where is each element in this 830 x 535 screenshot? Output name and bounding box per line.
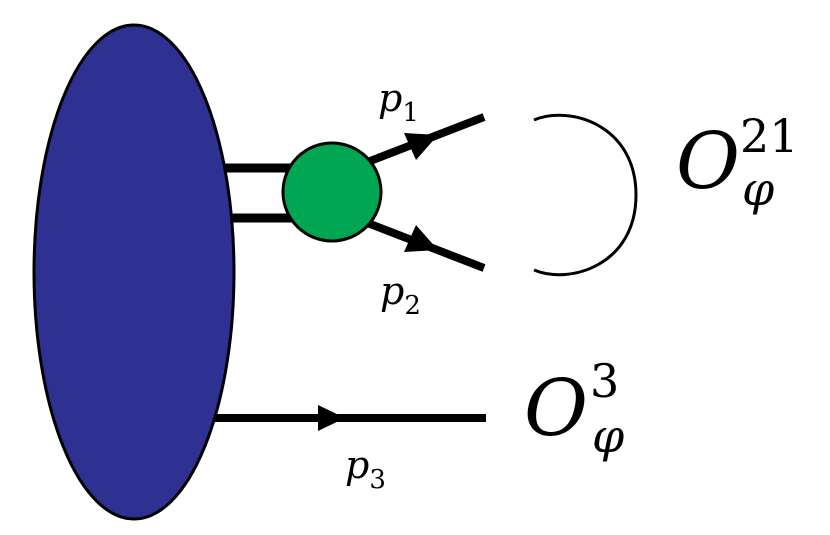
- p2-arrow: [404, 225, 438, 252]
- vertex-circle: [281, 141, 383, 243]
- loop-arc: [533, 113, 638, 277]
- line-operator-superscript: 3: [590, 354, 619, 408]
- loop-operator-symbol: O: [676, 117, 740, 207]
- loop-operator-superscript: 21: [740, 109, 799, 163]
- loop-operator-subscript: φ: [742, 162, 775, 216]
- p2-label: p2: [380, 269, 421, 321]
- p3-label: p3: [345, 443, 386, 495]
- line-operator-symbol: O: [524, 364, 588, 454]
- line-operator-subscript: φ: [592, 409, 625, 463]
- hadron-blob: [32, 23, 236, 521]
- p1-label: p1: [378, 76, 419, 128]
- p1-arrow: [404, 133, 438, 160]
- p3-arrow: [318, 405, 345, 431]
